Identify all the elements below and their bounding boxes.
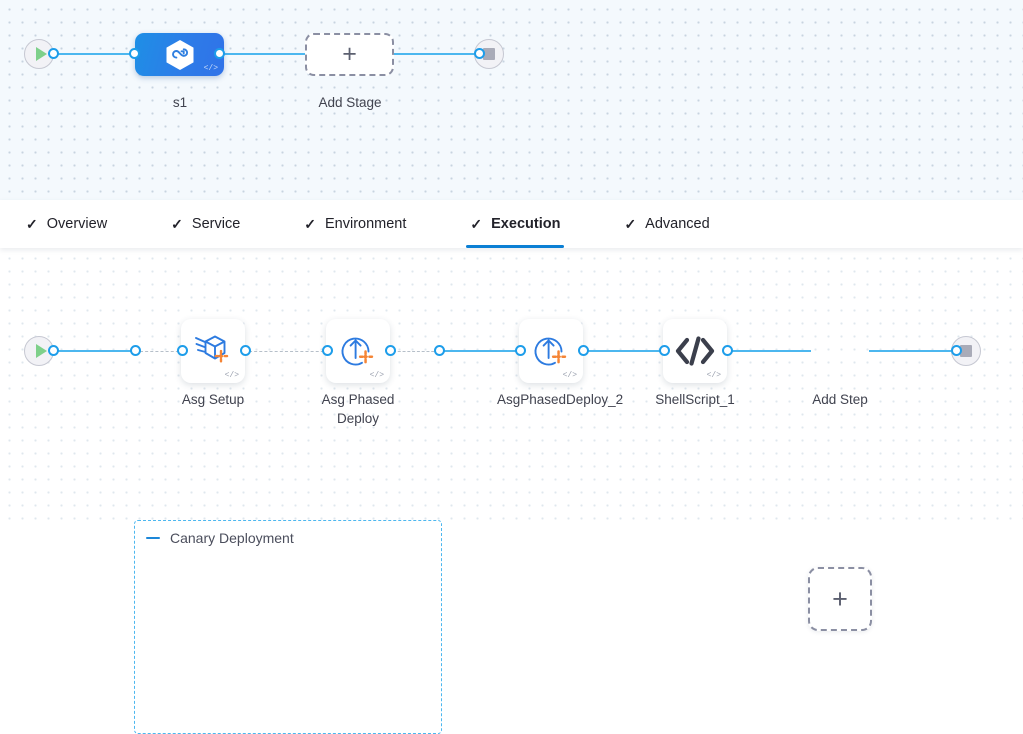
stop-icon bbox=[483, 48, 495, 60]
asg-phased-deploy-icon bbox=[531, 332, 571, 370]
group-in-port[interactable] bbox=[130, 345, 141, 356]
stop-icon bbox=[960, 345, 972, 357]
step-label-asg-setup: Asg Setup bbox=[181, 392, 245, 407]
asg-setup-in-port[interactable] bbox=[177, 345, 188, 356]
step-group-canary-deployment[interactable] bbox=[134, 520, 442, 734]
shell-script-code-icon bbox=[673, 335, 717, 367]
tab-label: Service bbox=[191, 216, 241, 232]
step-node-shellscript-1[interactable]: </> bbox=[663, 319, 727, 383]
step-group-title: Canary Deployment bbox=[170, 530, 294, 546]
connector-shellscript-to-addstep bbox=[731, 350, 811, 352]
tab-advanced[interactable]: ✓ Advanced bbox=[620, 200, 713, 248]
asg-phased-deploy-2-in-port[interactable] bbox=[515, 345, 526, 356]
execution-canvas[interactable]: Canary Deployment bbox=[0, 248, 1023, 734]
stage-node-out-port[interactable] bbox=[214, 48, 225, 59]
step-group-header[interactable]: Canary Deployment bbox=[146, 530, 294, 546]
asg-phased-deploy-in-port[interactable] bbox=[322, 345, 333, 356]
check-icon: ✓ bbox=[470, 216, 483, 232]
tab-service[interactable]: ✓ Service bbox=[167, 200, 244, 248]
step-node-asg-phased-deploy[interactable]: </> bbox=[326, 319, 390, 383]
connector-group-to-asgphased2 bbox=[441, 350, 522, 352]
connector-start-to-group bbox=[53, 350, 137, 352]
stage-canvas[interactable]: </> s1 + Add Stage bbox=[0, 0, 1023, 200]
step-node-asg-setup[interactable]: </> bbox=[181, 319, 245, 383]
step-code-glyph[interactable]: </> bbox=[706, 371, 721, 380]
asg-setup-out-port[interactable] bbox=[240, 345, 251, 356]
step-label-asg-phased-deploy-2: AsgPhasedDeploy_2 bbox=[497, 392, 624, 407]
shellscript-in-port[interactable] bbox=[659, 345, 670, 356]
play-icon bbox=[35, 47, 47, 61]
tab-overview[interactable]: ✓ Overview bbox=[22, 200, 111, 248]
tab-label: Environment bbox=[325, 216, 407, 232]
plus-icon: + bbox=[342, 40, 357, 68]
tab-label: Overview bbox=[46, 216, 108, 232]
harness-hexagon-infinity-icon bbox=[165, 39, 195, 71]
step-code-glyph[interactable]: </> bbox=[369, 371, 384, 380]
stage-node-s1[interactable]: </> bbox=[135, 33, 224, 76]
asg-phased-deploy-icon bbox=[338, 332, 378, 370]
check-icon: ✓ bbox=[26, 216, 38, 232]
asg-phased-deploy-2-out-port[interactable] bbox=[578, 345, 589, 356]
stage-code-glyph[interactable]: </> bbox=[203, 64, 218, 73]
connector-addstage-to-end bbox=[388, 53, 484, 55]
step-node-asg-phased-deploy-2[interactable]: </> bbox=[519, 319, 583, 383]
pipeline-start-node[interactable] bbox=[24, 39, 54, 69]
tab-underline bbox=[466, 245, 565, 248]
minus-icon[interactable] bbox=[146, 536, 160, 540]
asg-phased-deploy-out-port[interactable] bbox=[385, 345, 396, 356]
add-stage-label: Add Stage bbox=[318, 95, 382, 110]
connector-stage-to-addstage bbox=[218, 53, 313, 55]
connector-group-in-to-asgsetup bbox=[140, 351, 184, 352]
stage-config-tab-bar: ✓ Overview ✓ Service ✓ Environment ✓ Exe… bbox=[0, 200, 1023, 248]
stage-node-label: s1 bbox=[172, 95, 188, 110]
play-icon bbox=[35, 344, 47, 358]
tab-execution[interactable]: ✓ Execution bbox=[466, 200, 565, 248]
step-code-glyph[interactable]: </> bbox=[562, 371, 577, 380]
connector-asgsetup-to-asgphased bbox=[249, 351, 329, 352]
add-step-label: Add Step bbox=[812, 392, 868, 407]
connector-start-to-stage bbox=[53, 53, 143, 55]
connector-asgphased-to-group-out bbox=[393, 351, 439, 352]
tab-label: Advanced bbox=[645, 216, 710, 232]
execution-start-port[interactable] bbox=[48, 345, 59, 356]
stage-node-in-port[interactable] bbox=[129, 48, 140, 59]
stage-start-port[interactable] bbox=[48, 48, 59, 59]
shellscript-out-port[interactable] bbox=[722, 345, 733, 356]
execution-end-port[interactable] bbox=[951, 345, 962, 356]
connector-asgphased2-to-shellscript bbox=[587, 350, 667, 352]
tab-environment[interactable]: ✓ Environment bbox=[300, 200, 410, 248]
add-step-button[interactable]: + bbox=[808, 567, 872, 631]
step-code-glyph[interactable]: </> bbox=[224, 371, 239, 380]
check-icon: ✓ bbox=[171, 216, 183, 232]
plus-icon: + bbox=[832, 583, 848, 614]
step-label-shellscript-1: ShellScript_1 bbox=[655, 392, 735, 407]
group-out-port[interactable] bbox=[434, 345, 445, 356]
connector-addstep-to-end bbox=[869, 350, 961, 352]
add-stage-button[interactable]: + bbox=[305, 33, 394, 76]
check-icon: ✓ bbox=[304, 216, 316, 232]
step-label-asg-phased-deploy: Asg Phased Deploy bbox=[321, 392, 395, 426]
tab-label: Execution bbox=[491, 216, 561, 232]
tab-list: ✓ Overview ✓ Service ✓ Environment ✓ Exe… bbox=[0, 200, 1023, 248]
check-icon: ✓ bbox=[624, 216, 637, 232]
pipeline-end-port[interactable] bbox=[474, 48, 485, 59]
asg-setup-box-icon bbox=[193, 333, 233, 369]
